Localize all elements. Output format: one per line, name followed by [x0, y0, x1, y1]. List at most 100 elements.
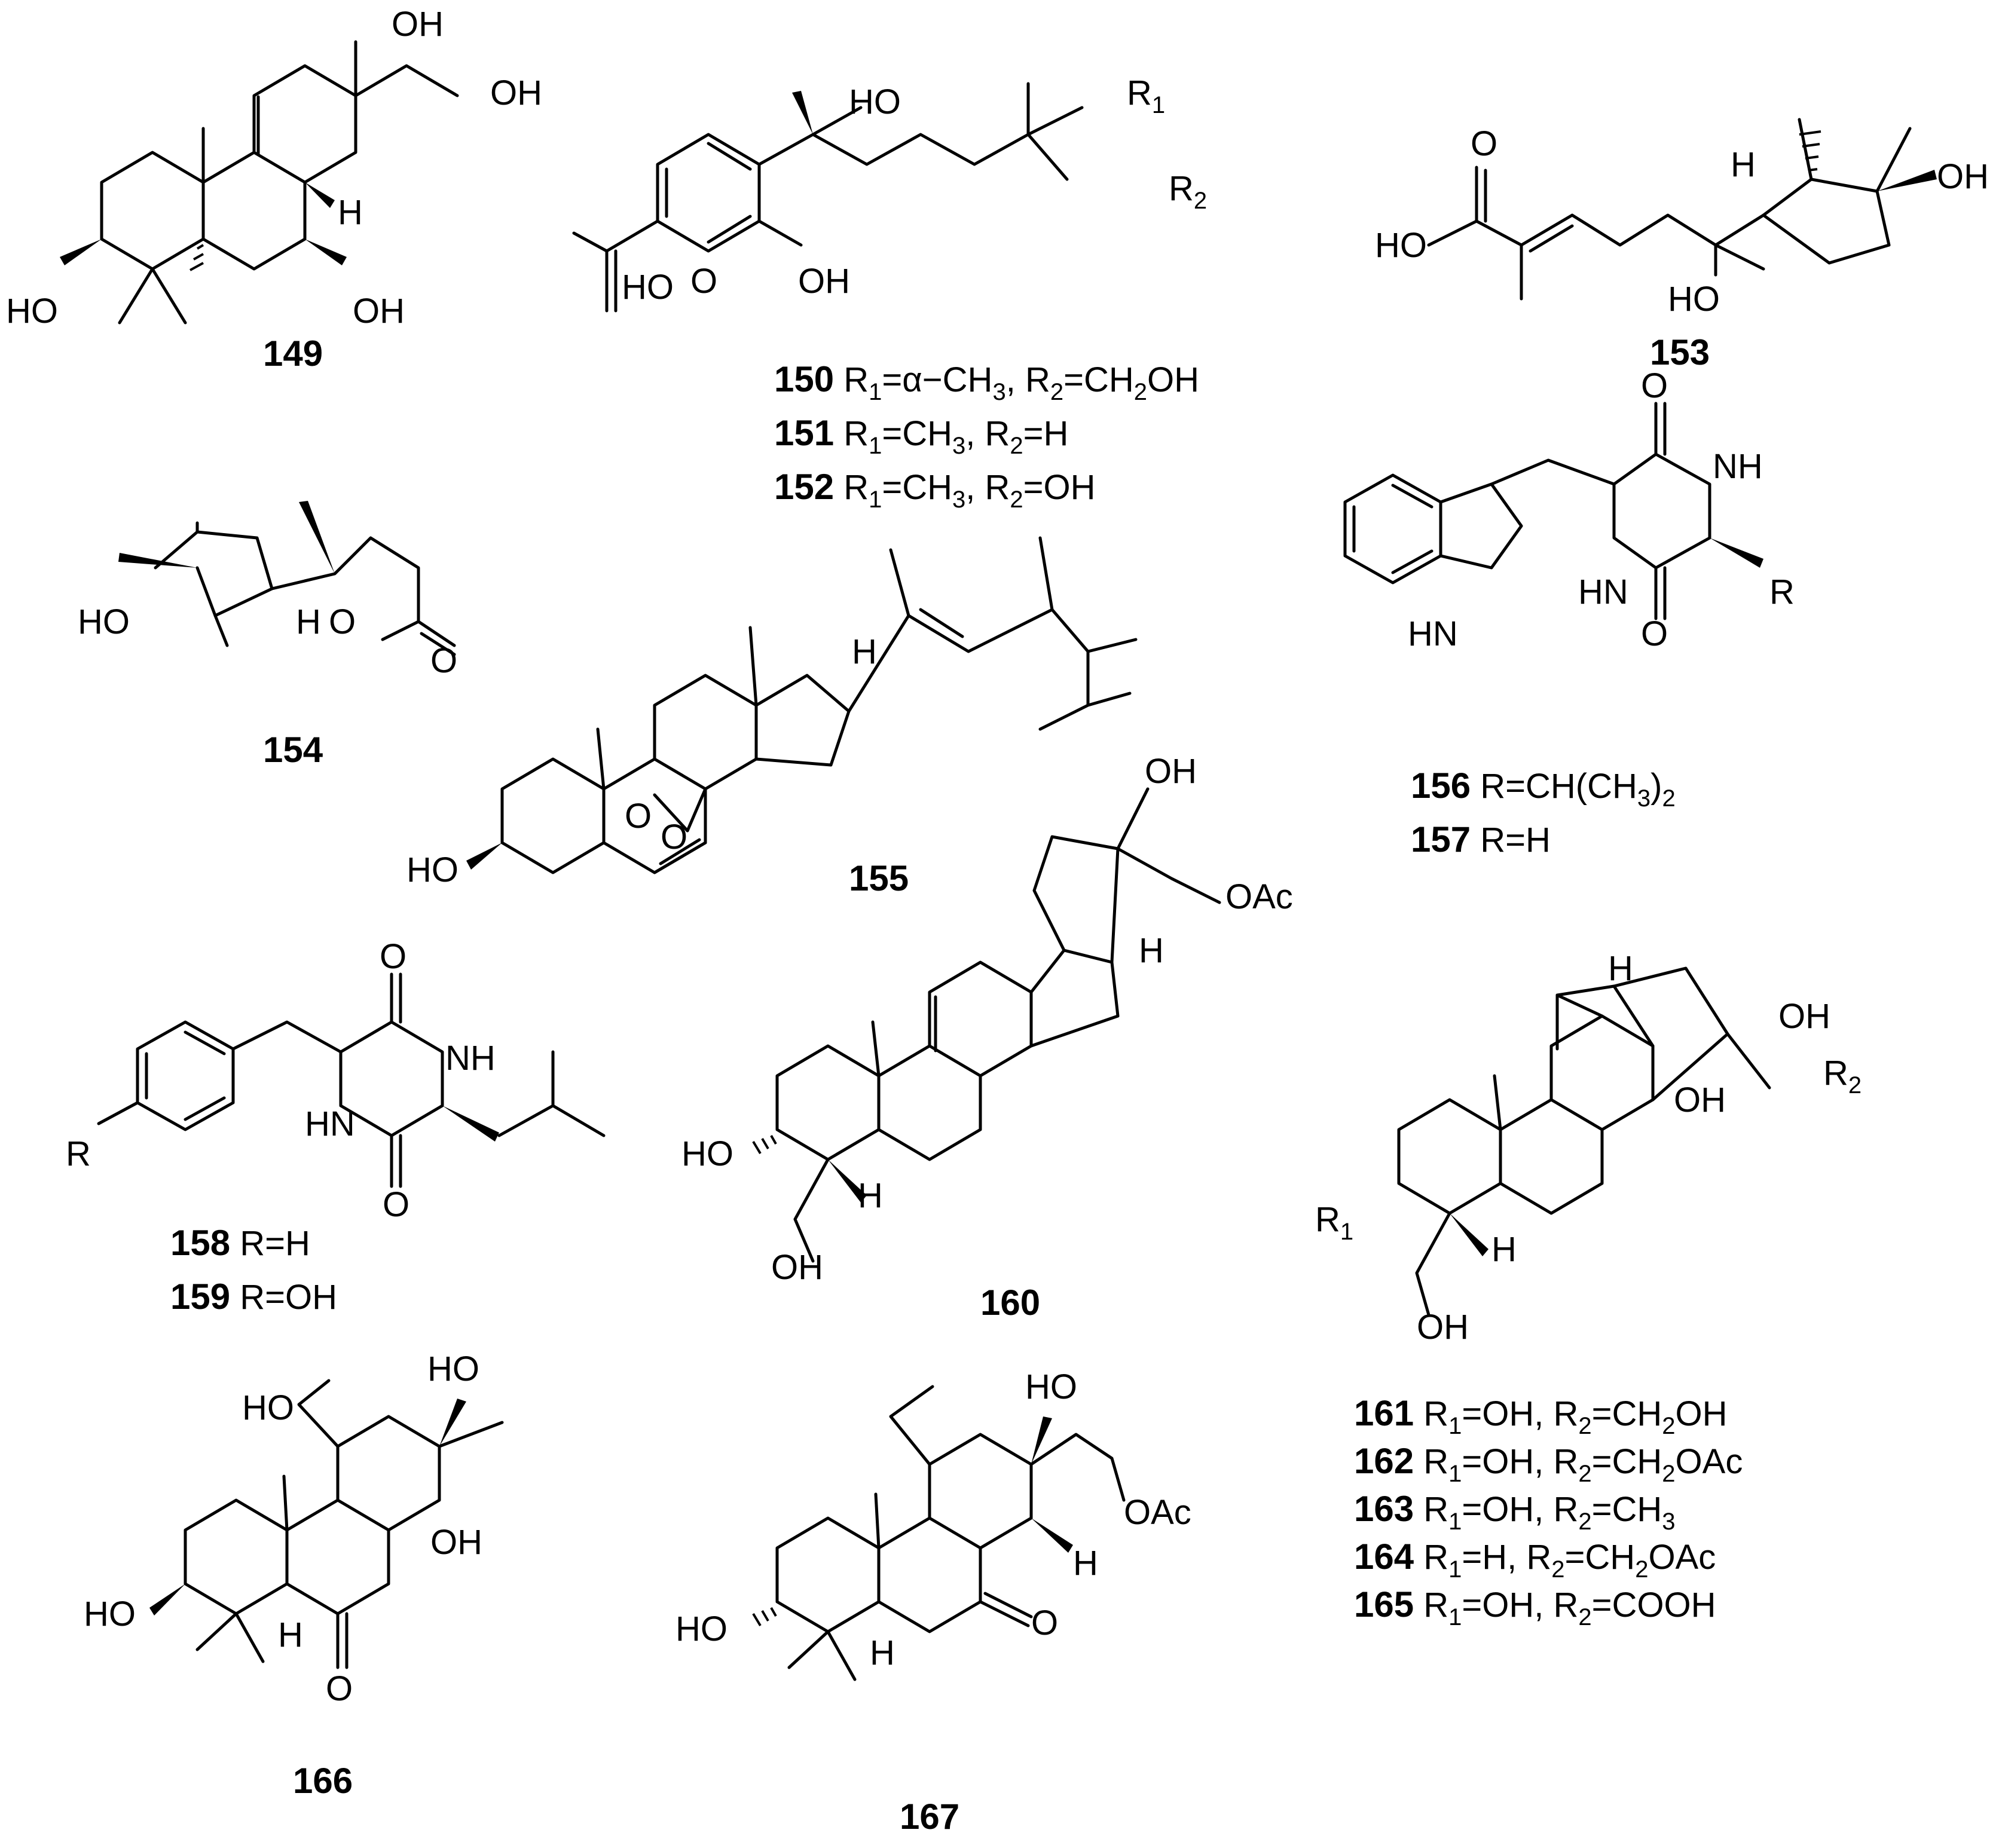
legend-164: 164 R1=H, R2=CH2OAc — [1354, 1537, 1716, 1583]
legend-158: 158 R=H — [170, 1223, 310, 1263]
hash-bond — [752, 1607, 777, 1627]
hash-bond — [1799, 130, 1821, 172]
atom-nh: NH — [445, 1039, 496, 1078]
atom-oh: OH — [798, 262, 850, 301]
atom-r2: R2 — [1169, 169, 1207, 214]
atom-o: O — [1471, 124, 1497, 163]
structure-166: HO HO OH HO H O 166 — [84, 1350, 504, 1801]
legend-157: 157 R=H — [1411, 819, 1551, 859]
atom-o: O — [430, 641, 457, 680]
wedge-bond — [118, 553, 197, 568]
legend-151: 151 R1=CH3, R2=H — [774, 413, 1068, 459]
wedge-bond — [828, 1159, 867, 1203]
structure-161: H OH R2 OH R1 H OH 161 R1=OH, R2=CH2OH 1… — [1315, 949, 1862, 1630]
atom-ho: HO — [849, 82, 901, 121]
atom-oac: OAc — [1225, 877, 1293, 916]
atom-ho: HO — [1668, 280, 1720, 319]
atom-ho: HO — [1375, 226, 1427, 265]
compound-id-166: 166 — [293, 1761, 353, 1801]
wedge-bond — [1710, 538, 1763, 568]
atom-ho: HO — [675, 1610, 728, 1648]
atom-ho: HO — [681, 1134, 733, 1173]
atom-h: H — [858, 1176, 883, 1215]
atom-h: H — [1731, 145, 1756, 184]
atom-oh: OH — [1937, 157, 1989, 196]
atom-o: O — [326, 1669, 353, 1708]
atom-oh: OH — [392, 5, 444, 44]
structure-167: HO OAc H O HO H 167 — [675, 1367, 1191, 1837]
atom-ho: HO — [242, 1388, 294, 1427]
structure-153: O HO HO H OH 153 — [1375, 118, 1989, 372]
atom-ho: HO — [78, 602, 130, 641]
atom-ho: HO — [6, 292, 58, 331]
atom-o: O — [329, 602, 356, 641]
legend-150: 150 R1=α−CH3, R2=CH2OH — [774, 359, 1199, 405]
wedge-bond — [792, 91, 813, 134]
atom-o: O — [625, 797, 652, 836]
wedge-bond — [439, 1399, 466, 1446]
atom-nh: NH — [1713, 447, 1763, 486]
compound-id-167: 167 — [900, 1797, 959, 1837]
structure-149: HO OH H OH OH 149 — [6, 5, 542, 374]
wedge-bond — [442, 1106, 499, 1142]
atom-o: O — [380, 937, 406, 976]
atom-h: H — [1608, 949, 1633, 988]
atom-oac: OAc — [1124, 1493, 1191, 1532]
wedge-bond — [466, 843, 502, 870]
atom-h: H — [852, 632, 877, 671]
atom-o: O — [661, 818, 687, 856]
atom-o: O — [383, 1185, 409, 1224]
atom-h: H — [1073, 1544, 1098, 1583]
legend-163: 163 R1=OH, R2=CH3 — [1354, 1489, 1676, 1535]
atom-h: H — [296, 602, 321, 641]
atom-hn: HN — [305, 1104, 355, 1143]
legend-165: 165 R1=OH, R2=COOH — [1354, 1584, 1716, 1630]
atom-o: O — [1641, 614, 1668, 653]
atom-oh: OH — [490, 74, 542, 112]
atom-ho: HO — [406, 850, 459, 889]
wedge-bond — [149, 1584, 185, 1616]
legend-152: 152 R1=CH3, R2=OH — [774, 467, 1096, 513]
wedge-bond — [1031, 1518, 1073, 1553]
atom-oh: OH — [353, 292, 405, 331]
compound-id-155: 155 — [849, 858, 909, 898]
legend-162: 162 R1=OH, R2=CH2OAc — [1354, 1441, 1743, 1487]
atom-o: O — [1641, 366, 1668, 405]
atom-ho: HO — [427, 1350, 479, 1388]
hash-bond — [189, 244, 204, 271]
compound-id-160: 160 — [980, 1283, 1040, 1323]
structure-154: HO H O O 154 — [78, 501, 457, 770]
atom-ho: HO — [1025, 1367, 1077, 1406]
legend-161: 161 R1=OH, R2=CH2OH — [1354, 1393, 1728, 1439]
atom-r1: R1 — [1127, 74, 1165, 118]
atom-oh: OH — [430, 1523, 482, 1562]
atom-oh: OH — [1417, 1308, 1469, 1347]
atom-oh: OH — [1145, 752, 1197, 791]
wedge-bond — [60, 239, 102, 265]
wedge-bond — [305, 239, 347, 265]
compound-id-149: 149 — [263, 334, 323, 374]
structure-155: O O HO H 155 — [406, 536, 1138, 898]
atom-ho: HO — [622, 268, 674, 307]
structure-158: O NH HN O R 158 R=H 159 R=OH — [66, 937, 606, 1317]
wedge-bond — [1450, 1213, 1488, 1256]
compound-id-154: 154 — [263, 730, 323, 770]
atom-oh: OH — [1778, 997, 1830, 1036]
structure-150: HO HO O OH R1 R2 150 R1=α−CH3, R2=CH2OH … — [572, 74, 1207, 513]
atom-r1: R1 — [1315, 1200, 1353, 1245]
atom-h: H — [870, 1633, 895, 1672]
legend-156: 156 R=CH(CH3)2 — [1411, 766, 1676, 812]
atom-o: O — [1031, 1604, 1058, 1642]
atom-hn: HN — [1408, 614, 1458, 653]
atom-oh: OH — [1674, 1081, 1726, 1119]
atom-r: R — [66, 1134, 91, 1173]
wedge-bond — [299, 501, 335, 574]
atom-h: H — [338, 193, 363, 232]
wedge-bond — [305, 182, 335, 208]
atom-r: R — [1769, 573, 1795, 611]
wedge-bond — [1877, 170, 1937, 191]
atom-h: H — [278, 1616, 303, 1654]
atom-oh: OH — [771, 1248, 823, 1287]
hash-bond — [752, 1135, 777, 1155]
